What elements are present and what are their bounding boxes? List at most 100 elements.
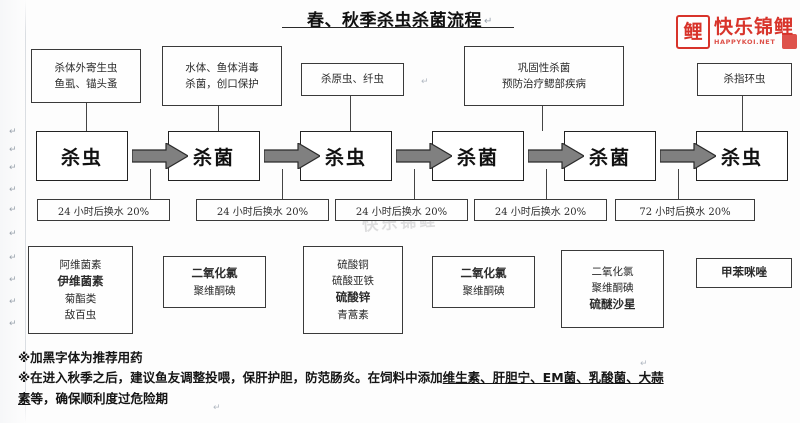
pilcrow-mark-5: ↵ <box>9 205 17 215</box>
logo-name-cn: 快乐锦鲤 <box>713 16 794 39</box>
connector-purpose-4 <box>542 106 543 131</box>
medicine-box-3-line-2: 硫酸亚铁 <box>332 274 374 287</box>
medicine-box-3-line-3: 硫酸锌 <box>335 290 371 305</box>
brand-logo: 鲤 快乐锦鲤 HAPPYKOI.NET <box>676 12 797 52</box>
purpose-box-2-line-1: 水体、鱼体消毒 <box>185 61 259 74</box>
water-change-box-2: 24 小时后换水 20% <box>196 199 329 221</box>
purpose-box-4-line-1: 巩固性杀菌 <box>517 61 571 74</box>
purpose-box-4-line-2: 预防治疗鳃部疾病 <box>502 78 586 90</box>
water-change-box-5-text: 72 小时后换水 20% <box>639 206 731 218</box>
flow-arrow-5 <box>659 141 718 171</box>
logo-wordmark: 快乐锦鲤 HAPPYKOI.NET <box>713 16 797 50</box>
purpose-box-1: 杀体外寄生虫 鱼虱、锚头蚤 <box>31 49 141 103</box>
pilcrow-mark-8: ↵ <box>9 275 17 285</box>
footnote-line-2-underlined: 维生素、肝胆宁、EM菌、乳酸菌、大蒜 <box>442 370 664 386</box>
purpose-box-2-line-2: 杀菌，创口保护 <box>185 78 259 90</box>
pilcrow-mark-6: ↵ <box>9 229 17 239</box>
footnote-line-3-text: 等，确保顺利度过危险期 <box>30 390 169 406</box>
connector-purpose-1 <box>86 103 87 131</box>
water-change-box-1: 24 小时后换水 20% <box>37 199 170 221</box>
purpose-box-1-line-2: 鱼虱、锚头蚤 <box>54 78 118 90</box>
footnote-line-2: ※在进入秋季之后，建议鱼友调整投喂，保肝护胆，防范肠炎。在饲料中添加维生素、肝胆… <box>18 368 788 388</box>
logo-koi-icon: 鲤 <box>676 15 710 49</box>
medicine-box-4-line-1: 二氧化氯 <box>460 265 507 280</box>
medicine-box-6-line-1: 甲苯咪唑 <box>721 265 767 280</box>
medicine-box-2: 二氧化氯 聚维酮碘 <box>163 256 266 308</box>
pilcrow-mark: ↵ <box>484 16 493 27</box>
footnote-line-2-text: ※在进入秋季之后，建议鱼友调整投喂，保肝护胆，防范肠炎。在饲料中添加 <box>18 370 443 386</box>
water-change-box-1-text: 24 小时后换水 20% <box>57 206 150 218</box>
medicine-box-2-line-2: 聚维酮碘 <box>193 284 236 297</box>
water-change-box-4: 24 小时后换水 20% <box>474 199 607 221</box>
pilcrow-mark-2: ↵ <box>9 145 17 155</box>
pilcrow-mark-1: ↵ <box>9 127 17 137</box>
pilcrow-mark-9: ↵ <box>9 297 17 307</box>
medicine-box-3-line-4: 青蒿素 <box>337 309 369 322</box>
medicine-box-5-line-2: 聚维酮碘 <box>591 282 634 295</box>
purpose-box-5-line-1: 杀指环虫 <box>723 73 766 86</box>
page-title: 春、秋季杀虫杀菌流程↵ <box>0 6 800 31</box>
connector-purpose-3 <box>350 96 351 131</box>
flow-arrow-3 <box>395 141 454 171</box>
purpose-box-2: 水体、鱼体消毒 杀菌，创口保护 <box>162 46 282 106</box>
purpose-box-1-line-1: 杀体外寄生虫 <box>54 61 118 74</box>
medicine-box-5-line-1: 二氧化氯 <box>591 265 634 278</box>
pilcrow-mark-7: ↵ <box>9 253 17 263</box>
medicine-box-4: 二氧化氯 聚维酮碘 <box>432 256 535 308</box>
purpose-box-4: 巩固性杀菌 预防治疗鳃部疾病 <box>464 46 624 106</box>
flow-stage-4-label: 杀菌 <box>456 146 499 169</box>
flow-stage-1-label: 杀虫 <box>60 146 103 169</box>
purpose-box-5: 杀指环虫 <box>697 63 792 96</box>
footnotes: ※加黑字体为推荐用药 ※在进入秋季之后，建议鱼友调整投喂，保肝护胆，防范肠炎。在… <box>18 348 788 409</box>
medicine-box-1-line-4: 敌百虫 <box>64 309 97 322</box>
medicine-box-1-line-2: 伊维菌素 <box>57 273 104 288</box>
flow-stage-3-label: 杀虫 <box>324 146 367 169</box>
medicine-box-1-line-3: 菊酯类 <box>64 292 97 305</box>
medicine-box-2-line-1: 二氧化氯 <box>191 265 238 280</box>
medicine-box-3-line-1: 硫酸铜 <box>337 258 369 271</box>
pilcrow-mark-10: ↵ <box>9 319 17 329</box>
connector-water-5 <box>678 169 679 199</box>
flow-arrow-2 <box>263 141 322 171</box>
connector-purpose-5 <box>742 96 743 131</box>
logo-fish-icon <box>782 34 797 50</box>
footnote-line-3: 素等，确保顺利度过危险期 <box>18 389 788 409</box>
logo-name-en: HAPPYKOI.NET <box>713 38 776 47</box>
medicine-box-1: 阿维菌素 伊维菌素 菊酯类 敌百虫 <box>28 246 133 334</box>
medicine-box-3: 硫酸铜 硫酸亚铁 硫酸锌 青蒿素 <box>303 246 403 334</box>
medicine-box-1-line-1: 阿维菌素 <box>59 258 102 271</box>
footnote-line-1: ※加黑字体为推荐用药 <box>18 350 143 365</box>
water-change-box-3: 24 小时后换水 20% <box>335 199 468 221</box>
flow-arrow-1 <box>131 141 190 171</box>
connector-water-1 <box>150 169 151 199</box>
pilcrow-mark-4: ↵ <box>9 185 17 195</box>
water-change-box-5: 72 小时后换水 20% <box>615 199 755 221</box>
flow-stage-6-label: 杀虫 <box>720 146 763 169</box>
pilcrow-mark-3: ↵ <box>9 163 17 173</box>
pilcrow-mark-13: ↵ <box>213 403 221 413</box>
purpose-box-3: 杀原虫、纤虫 <box>301 63 404 96</box>
page-title-text: 春、秋季杀虫杀菌流程 <box>307 11 483 31</box>
medicine-box-5-line-3: 硫醚沙星 <box>589 297 636 312</box>
medicine-box-6: 甲苯咪唑 <box>696 258 792 288</box>
flow-arrow-4 <box>527 141 586 171</box>
pilcrow-mark-12: ↵ <box>640 359 648 369</box>
flow-stage-3[interactable]: 杀虫 <box>300 131 392 181</box>
connector-water-4 <box>546 169 547 199</box>
connector-water-2 <box>282 169 283 199</box>
footnote-line-3-underlined: 素 <box>18 390 31 406</box>
page-left-rule <box>25 0 26 423</box>
flow-stage-2-label: 杀菌 <box>192 146 235 169</box>
pilcrow-mark-11: ↵ <box>421 77 429 87</box>
water-change-box-4-text: 24 小时后换水 20% <box>494 206 587 218</box>
water-change-box-2-text: 24 小时后换水 20% <box>216 206 309 218</box>
water-change-box-3-text: 24 小时后换水 20% <box>355 206 448 218</box>
page-title-underline <box>282 27 514 28</box>
connector-water-3 <box>414 169 415 199</box>
medicine-box-4-line-2: 聚维酮碘 <box>462 284 505 297</box>
purpose-box-3-line-1: 杀原虫、纤虫 <box>321 73 384 86</box>
connector-purpose-2 <box>218 106 219 131</box>
flow-stage-5-label: 杀菌 <box>588 146 631 169</box>
flow-stage-1[interactable]: 杀虫 <box>36 131 128 181</box>
